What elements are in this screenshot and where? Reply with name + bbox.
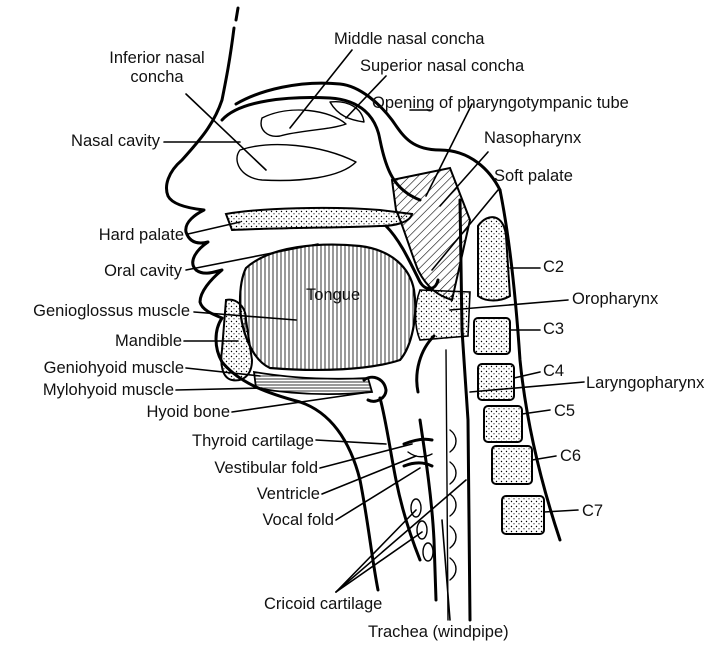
label-oral-cavity: Oral cavity: [104, 262, 182, 280]
label-c4: C4: [543, 362, 565, 380]
epiglottis: [415, 334, 436, 394]
laryngeal-inner: [418, 418, 438, 602]
cervical-vertebrae: [473, 216, 545, 535]
label-c2: C2: [543, 258, 565, 276]
thyroid-cartilage: [378, 396, 422, 562]
cricoid-3: [422, 542, 434, 562]
label-middle-nasal-concha: Middle nasal concha: [334, 30, 485, 48]
skull-outline: [234, 81, 502, 192]
mandible: [220, 298, 254, 382]
label-laryngopharynx: Laryngopharynx: [586, 374, 705, 392]
cricoid-1: [410, 498, 422, 518]
vertebra-c3: [473, 317, 511, 355]
label-c7: C7: [582, 502, 604, 520]
ventricle: [407, 451, 433, 458]
label-trachea: Trachea (windpipe): [368, 623, 509, 641]
label-c6: C6: [560, 447, 582, 465]
label-cricoid-cartilage: Cricoid cartilage: [264, 595, 383, 613]
vertebra-c2: [477, 216, 512, 302]
pharynx-posterior: [458, 198, 472, 622]
label-opening-pharyngotympanic-tube: Opening of pharyngotympanic tube: [372, 94, 629, 112]
label-oropharynx: Oropharynx: [572, 290, 659, 308]
label-nasopharynx: Nasopharynx: [484, 129, 582, 147]
label-c5: C5: [554, 402, 576, 420]
vestibular-fold: [402, 437, 434, 446]
oropharynx-region: [414, 289, 471, 341]
hyoid: [362, 375, 388, 403]
label-tongue: Tongue: [306, 286, 361, 304]
label-hyoid-bone: Hyoid bone: [146, 403, 230, 421]
inferior-concha: [236, 143, 357, 182]
trachea-rings: [449, 429, 457, 581]
label-superior-nasal-concha: Superior nasal concha: [360, 57, 525, 75]
neck-back: [498, 188, 562, 542]
middle-concha: [260, 109, 347, 137]
label-soft-palate: Soft palate: [494, 167, 573, 185]
label-ventricle: Ventricle: [256, 485, 320, 503]
label-thyroid-cartilage: Thyroid cartilage: [192, 432, 314, 450]
label-nasal-cavity: Nasal cavity: [71, 132, 160, 150]
vertebra-c7: [501, 495, 545, 535]
label-mylohyoid-muscle: Mylohyoid muscle: [42, 381, 174, 399]
cricoid-2: [416, 520, 428, 540]
label-genioglossus-muscle: Genioglossus muscle: [33, 302, 190, 320]
vertebra-c4: [477, 363, 515, 401]
label-c3: C3: [543, 320, 565, 338]
leader-lines: [163, 49, 585, 621]
soft-palate: [384, 224, 440, 290]
label-vocal-fold: Vocal fold: [262, 511, 334, 529]
label-geniohyoid-muscle: Geniohyoid muscle: [43, 359, 184, 377]
label-mandible: Mandible: [115, 332, 182, 350]
hard-palate: [224, 206, 414, 232]
vertebra-c6: [491, 445, 533, 485]
label-hard-palate: Hard palate: [98, 226, 184, 244]
vocal-fold: [402, 461, 434, 468]
vertebra-c5: [483, 405, 523, 443]
floor-muscles: [252, 370, 374, 395]
tongue: [238, 243, 417, 372]
label-inferior-nasal-concha: Inferior nasal concha: [109, 49, 205, 86]
label-vestibular-fold: Vestibular fold: [214, 459, 318, 477]
superior-concha: [329, 101, 365, 123]
